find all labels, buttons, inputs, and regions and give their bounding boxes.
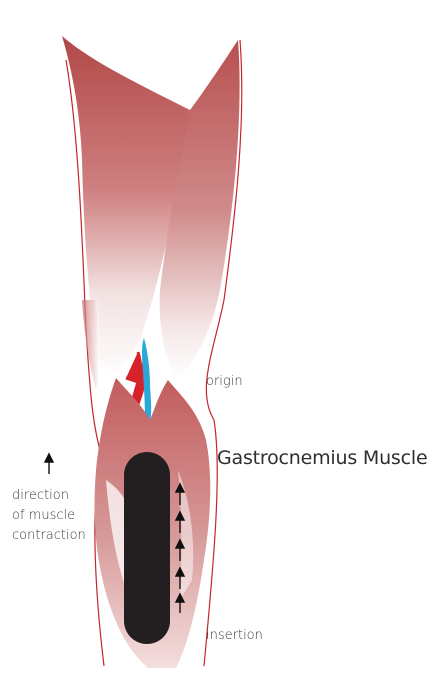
diagram-title: Gastrocnemius Muscle bbox=[217, 446, 427, 470]
upper-fibres-left bbox=[82, 300, 99, 390]
origin-label: origin bbox=[206, 373, 243, 390]
direction-label-line2: of muscle bbox=[12, 507, 75, 524]
insertion-label: insertion bbox=[206, 627, 263, 644]
bone-icon bbox=[124, 452, 170, 644]
direction-label-line1: direction bbox=[12, 487, 69, 504]
direction-arrow-icon bbox=[45, 454, 53, 474]
direction-label-line3: contraction bbox=[12, 527, 86, 544]
